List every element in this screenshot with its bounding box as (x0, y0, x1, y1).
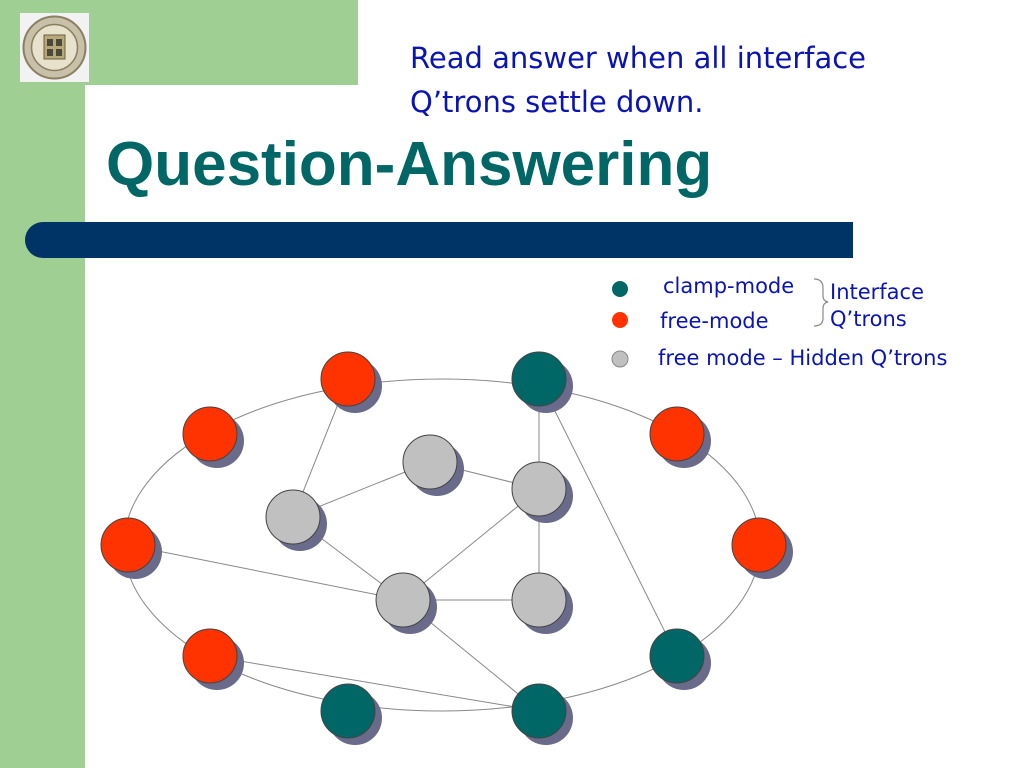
node-clamp (649, 628, 711, 690)
legend-clamp-swatch (612, 281, 628, 297)
node-free (100, 517, 162, 579)
title-rule (25, 222, 853, 258)
legend-bracket (813, 278, 829, 327)
legend-group-label-line2: Q’trons (830, 307, 907, 331)
node-free (182, 406, 244, 468)
node-hidden (511, 461, 573, 523)
legend-hidden-label: free mode – Hidden Q’trons (658, 346, 947, 370)
legend-clamp-label: clamp-mode (663, 274, 794, 298)
node-clamp (511, 351, 573, 413)
node-free (320, 351, 382, 413)
node-hidden (402, 434, 464, 496)
node-free (731, 517, 793, 579)
nodes (100, 351, 793, 745)
slide-title: Question-Answering (106, 130, 713, 199)
legend-free-swatch (612, 312, 628, 328)
legend-hidden-swatch (611, 350, 629, 368)
legend: clamp-mode free-mode free mode – Hidden … (611, 274, 947, 370)
content-corner (85, 85, 175, 175)
node-hidden (375, 572, 437, 634)
node-free (649, 406, 711, 468)
slide-note: Read answer when all interface Q’trons s… (410, 41, 867, 119)
left-accent-bar (0, 0, 85, 768)
legend-group-label-line1: Interface (830, 280, 924, 304)
legend-free-label: free-mode (660, 309, 769, 333)
node-clamp (320, 683, 382, 745)
node-free (182, 628, 244, 690)
node-hidden (511, 572, 573, 634)
university-seal-logo (20, 13, 89, 82)
node-hidden (265, 489, 327, 551)
node-clamp (511, 683, 573, 745)
